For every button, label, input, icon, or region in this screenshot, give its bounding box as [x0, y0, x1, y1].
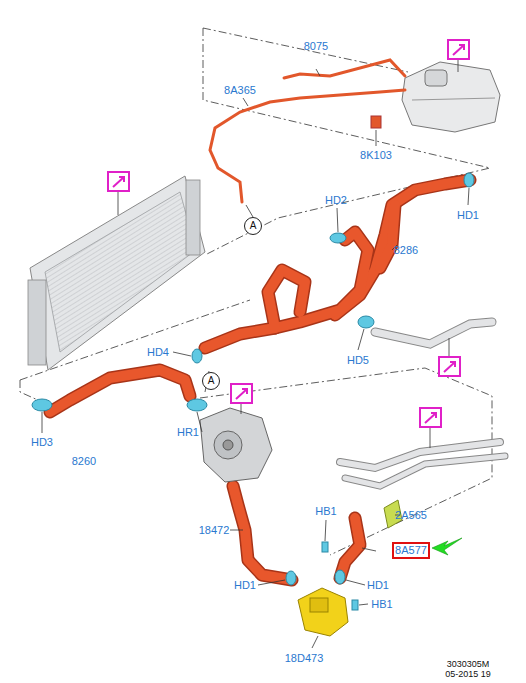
node-text: 8A577 — [395, 545, 427, 556]
part-number: HB1 — [370, 598, 393, 611]
part-number: HD1 — [233, 579, 257, 592]
part-number: 8A365 — [223, 84, 257, 97]
radiator — [28, 176, 205, 370]
hose-clamp — [32, 173, 474, 610]
part-number: HD3 — [30, 436, 54, 449]
part-number: 18472 — [198, 524, 231, 537]
drawing-id: 05-2015 19 — [444, 669, 492, 680]
part-number: 8260 — [71, 455, 97, 468]
part-number: 18D473 — [284, 652, 325, 665]
part-number: 8286 — [393, 244, 419, 257]
part-number: HR1 — [176, 426, 200, 439]
bleed-hose — [210, 60, 405, 202]
drawing-id: 3030305M — [446, 659, 491, 670]
coolant-hose — [50, 180, 470, 580]
part-number: 2A565 — [394, 509, 428, 522]
pointer-arrow — [432, 538, 462, 555]
reference-icon — [108, 40, 469, 448]
part-number: 8K103 — [359, 149, 393, 162]
part-number: HD4 — [146, 346, 170, 359]
metal-pipe — [340, 322, 505, 486]
coolant-valve — [298, 588, 348, 636]
reference-circle: A — [202, 372, 220, 390]
water-pump — [200, 408, 272, 482]
part-number: HD1 — [456, 209, 480, 222]
part-number: HD1 — [366, 579, 390, 592]
bleed-fitting — [371, 116, 381, 128]
part-number: 8075 — [303, 40, 329, 53]
node-text: A — [250, 221, 257, 231]
part-number: HB1 — [314, 505, 337, 518]
leader-line — [42, 69, 469, 648]
part-number: HD2 — [324, 194, 348, 207]
coolant-reservoir — [402, 62, 500, 132]
highlighted-part: 8A577 — [392, 542, 430, 559]
reference-circle: A — [244, 217, 262, 235]
part-number: HD5 — [346, 354, 370, 367]
node-text: A — [208, 376, 215, 386]
